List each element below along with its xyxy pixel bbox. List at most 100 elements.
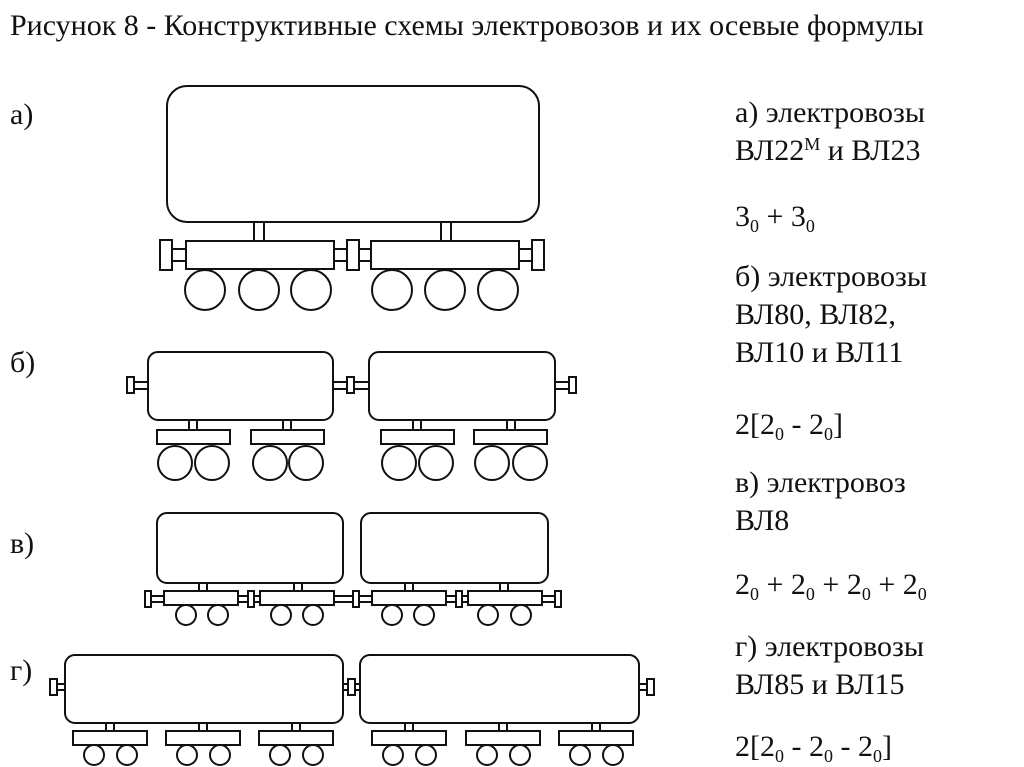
description-b-line1: б) электровозы (735, 260, 927, 293)
scheme-b-wheel (194, 445, 230, 481)
scheme-b-pivot (412, 419, 422, 431)
scheme-v-bogie (371, 590, 447, 606)
scheme-a-coupler-left-bar (171, 248, 187, 262)
description-v: в) электровоз ВЛ8 (735, 464, 906, 540)
scheme-g-wheel (602, 744, 624, 766)
scheme-g-wheel (415, 744, 437, 766)
scheme-a-joint-bar-left (333, 248, 348, 262)
description-b-line2: ВЛ80, ВЛ82, (735, 298, 896, 331)
scheme-g-wheel (509, 744, 531, 766)
scheme-b-pivot (506, 419, 516, 431)
scheme-g-wheel (209, 744, 231, 766)
scheme-b-wheel (418, 445, 454, 481)
scheme-g-coupler-left-bar (56, 683, 66, 691)
scheme-a-wheel (184, 269, 226, 311)
scheme-b-body-right (368, 351, 556, 421)
scheme-g-body-right (359, 654, 640, 724)
scheme-b-coupler-left-head (126, 376, 135, 394)
scheme-b-body-left (147, 351, 334, 421)
scheme-b-wheel (157, 445, 193, 481)
description-g-line2: ВЛ85 и ВЛ15 (735, 668, 905, 701)
scheme-v-pivot (404, 582, 414, 592)
scheme-v-pivot (293, 582, 303, 592)
description-a: а) электровозы ВЛ22М и ВЛ23 (735, 94, 925, 170)
scheme-g-wheel (269, 744, 291, 766)
scheme-g-wheel (382, 744, 404, 766)
scheme-g-joint-head (347, 678, 356, 696)
scheme-g-wheel (116, 744, 138, 766)
scheme-v-bogie (259, 590, 335, 606)
scheme-v-joint (237, 595, 249, 603)
formula-g: 2[20 - 20 - 20] (735, 730, 892, 766)
scheme-v-wheel (510, 604, 532, 626)
scheme-g-coupler-right-bar (638, 683, 648, 691)
description-v-line2: ВЛ8 (735, 504, 790, 537)
scheme-v-pivot (499, 582, 509, 592)
scheme-b-coupler-left-bar (133, 381, 149, 390)
scheme-b-coupler-right-head (568, 376, 577, 394)
scheme-b-bogie (473, 429, 548, 445)
scheme-b-pivot (282, 419, 292, 431)
scheme-a-pivot-left (253, 221, 265, 242)
scheme-b-joint-bar-right (353, 381, 370, 390)
scheme-g-bogie (558, 730, 634, 746)
scheme-g-wheel (83, 744, 105, 766)
scheme-g-bogie (371, 730, 447, 746)
scheme-a-wheel (290, 269, 332, 311)
scheme-g (49, 654, 655, 766)
scheme-v-coupler-right-head (554, 590, 562, 608)
scheme-g-wheel (476, 744, 498, 766)
scheme-a-wheel (477, 269, 519, 311)
scheme-b-joint-bar-left (332, 381, 348, 390)
scheme-a-wheel (424, 269, 466, 311)
scheme-g-pivot (198, 722, 208, 732)
description-g-line1: г) электровозы (735, 630, 925, 663)
scheme-v-joint (358, 595, 373, 603)
description-v-line1: в) электровоз (735, 466, 906, 499)
scheme-v-wheel (175, 604, 197, 626)
scheme-v-wheel (270, 604, 292, 626)
scheme-v-wheel (381, 604, 403, 626)
scheme-v (144, 512, 562, 626)
scheme-v-joint (333, 595, 354, 603)
scheme-g-pivot (404, 722, 414, 732)
description-b-line3: ВЛ10 и ВЛ11 (735, 336, 904, 369)
scheme-v-pivot (198, 582, 208, 592)
scheme-a (159, 85, 545, 311)
scheme-g-wheel (176, 744, 198, 766)
scheme-b-bogie (156, 429, 231, 445)
description-a-line2: ВЛ22М и ВЛ23 (735, 134, 921, 167)
scheme-b-wheel (512, 445, 548, 481)
scheme-a-wheel (371, 269, 413, 311)
scheme-a-coupler-right-head (531, 239, 545, 271)
scheme-g-pivot (105, 722, 115, 732)
scheme-b-joint-head (346, 376, 355, 394)
description-g: г) электровозы ВЛ85 и ВЛ15 (735, 628, 924, 704)
scheme-v-wheel (207, 604, 229, 626)
scheme-g-bogie (165, 730, 241, 746)
scheme-a-body (166, 85, 540, 223)
scheme-b (126, 351, 577, 481)
scheme-g-pivot (291, 722, 301, 732)
scheme-b-wheel (381, 445, 417, 481)
label-a: а) (10, 98, 34, 131)
label-v: в) (10, 527, 35, 560)
scheme-g-wheel (302, 744, 324, 766)
scheme-g-coupler-right-head (646, 678, 655, 696)
scheme-b-coupler-right-bar (554, 381, 570, 390)
scheme-g-pivot (591, 722, 601, 732)
description-a-line1: а) электровозы (735, 96, 926, 129)
scheme-v-bogie (467, 590, 543, 606)
scheme-g-bogie (465, 730, 541, 746)
scheme-v-wheel (413, 604, 435, 626)
scheme-a-bogie-right (370, 240, 520, 270)
scheme-g-body-left (64, 654, 344, 724)
scheme-g-wheel (569, 744, 591, 766)
formula-a: 30 + 30 (735, 200, 815, 236)
scheme-a-joint-bar-right (358, 248, 372, 262)
scheme-a-wheel (238, 269, 280, 311)
scheme-v-body-right (360, 512, 549, 584)
scheme-v-coupler-left-bar (150, 595, 165, 603)
scheme-a-pivot-right (440, 221, 452, 242)
